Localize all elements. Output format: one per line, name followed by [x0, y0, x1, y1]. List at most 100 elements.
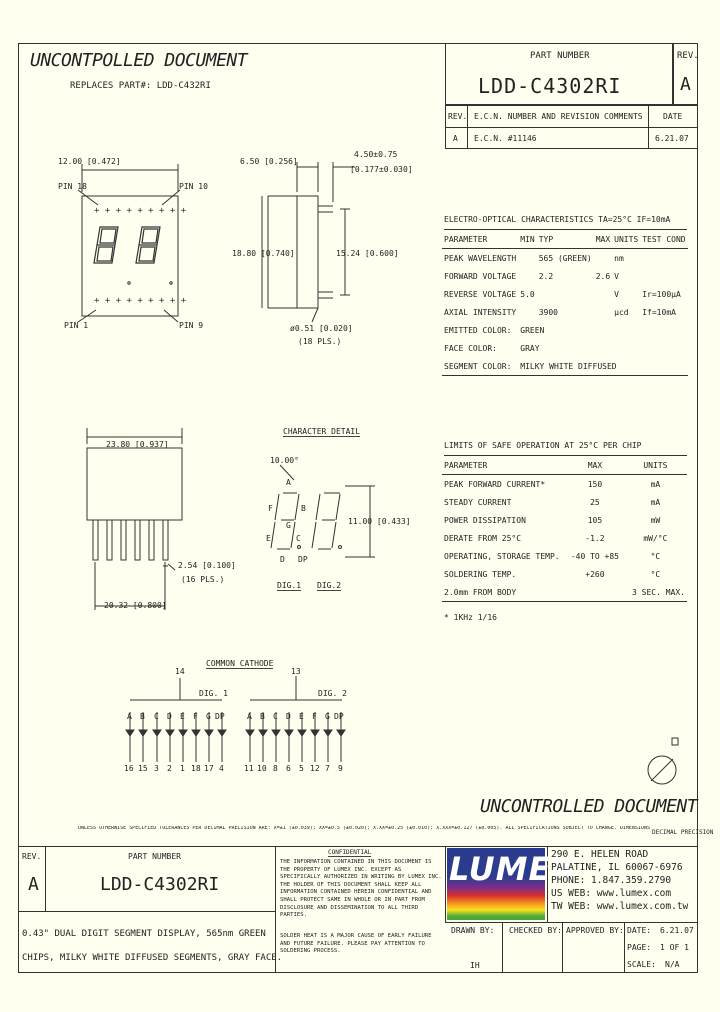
pin-dia-note: (18 PLS.)	[298, 337, 342, 346]
table-cell: 5.0	[520, 289, 535, 299]
table-cell: mW	[650, 515, 661, 525]
table-cell: 3 SEC. MAX.	[632, 587, 685, 597]
circuit-title: COMMON CATHODE	[206, 659, 274, 669]
eo-header: TEST COND	[642, 234, 686, 244]
limits-table-title: LIMITS OF SAFE OPERATION AT 25°C PER CHI…	[444, 441, 642, 450]
eo-table-title: ELECTRO-OPTICAL CHARACTERISTICS TA=25°C …	[444, 215, 671, 224]
table-cell: mW/°C	[643, 533, 668, 543]
table-cell: -1.2	[585, 533, 605, 543]
pin-9-label: PIN 9	[179, 321, 204, 330]
side-height-dim: 18.80 [0.740]	[232, 249, 295, 258]
seg-label-f: F	[268, 504, 273, 513]
limits-header: UNITS	[643, 460, 668, 470]
rev-box	[673, 43, 698, 105]
lead-dim-b: [0.177±0.030]	[350, 165, 413, 174]
drawn-by-label: DRAWN BY:	[451, 926, 495, 935]
circuit-dig1-label: DIG. 1	[199, 689, 228, 698]
phone-line: PHONE: 1.847.359.2790	[551, 875, 672, 886]
dig2-pin-b: 10	[257, 764, 267, 773]
dig2-seg-a: A	[247, 712, 252, 721]
eo-header: MAX	[595, 234, 611, 244]
table-cell: 3900	[538, 307, 558, 317]
eo-table-top-rule	[444, 229, 687, 230]
date-col-header: DATE	[663, 112, 683, 121]
lead-dim-a: 4.50±0.75	[354, 150, 398, 159]
limits-table-top-rule	[444, 455, 687, 456]
table-cell: mA	[650, 479, 661, 489]
approved-by-label: APPROVED BY:	[566, 926, 624, 935]
tolerance-note: UNLESS OTHERWISE SPECIFIED TOLERANCES PE…	[78, 826, 653, 831]
bottom-length-dim: 23.80 [0.937]	[106, 440, 169, 449]
table-row: EMITTED COLOR:GREEN	[442, 321, 688, 339]
address-block: 290 E. HELEN ROAD PALATINE, IL 60067-697…	[551, 848, 688, 913]
pin-dia-dim: ø0.51 [0.020]	[290, 324, 353, 333]
decimal-precision-note: DECIMAL PRECISION	[652, 829, 714, 836]
dig2-pin-c: 8	[273, 764, 278, 773]
table-cell: EMITTED COLOR:	[444, 325, 512, 335]
table-cell	[518, 267, 536, 285]
product-description: 0.43" DUAL DIGIT SEGMENT DISPLAY, 565nm …	[22, 922, 282, 970]
date-label: DATE:	[627, 926, 652, 935]
title-block-address-line	[547, 846, 548, 922]
dig1-seg-e: E	[180, 712, 185, 721]
front-pin-marks-top: + + + + + + + + + + + + + + + + + +	[94, 206, 187, 306]
us-web-link[interactable]: US WEB: www.lumex.com	[551, 888, 672, 899]
circuit-dig2-label: DIG. 2	[318, 689, 347, 698]
table-cell	[537, 285, 594, 303]
dig1-pin-b: 15	[138, 764, 148, 773]
seg-label-b: B	[301, 504, 306, 513]
part-number-label: PART NUMBER	[530, 51, 590, 61]
ecn-col-header: E.C.N. NUMBER AND REVISION COMMENTS	[474, 112, 643, 121]
table-cell	[640, 249, 687, 268]
revision-table-divider	[445, 127, 698, 128]
drawn-by-value: IH	[470, 961, 480, 970]
dig2-label: DIG.2	[317, 581, 342, 591]
table-cell: AXIAL INTENSITY	[444, 307, 517, 317]
title-block-conf-line	[275, 846, 276, 973]
dig1-seg-f: F	[193, 712, 198, 721]
scale-label: SCALE:	[627, 960, 656, 969]
dig2-seg-dp: DP	[334, 712, 344, 721]
table-cell: mA	[650, 497, 661, 507]
dig1-pin-a: 16	[124, 764, 134, 773]
eo-header-row: PARAMETER MIN TYP MAX UNITS TEST COND	[442, 230, 688, 249]
pin-1-label: PIN 1	[64, 321, 89, 330]
char-height-dim: 11.00 [0.433]	[348, 517, 411, 526]
limits-header: MAX	[587, 460, 603, 470]
dig1-seg-d: D	[167, 712, 172, 721]
table-cell: FACE COLOR:	[444, 343, 497, 353]
solder-note: SOLDER HEAT IS A MAJOR CAUSE OF EARLY FA…	[280, 933, 432, 955]
address-line: 290 E. HELEN ROAD	[551, 849, 649, 860]
dig2-pin-e: 5	[299, 764, 304, 773]
table-cell: STEADY CURRENT	[444, 497, 512, 507]
dig1-pin-g: 17	[204, 764, 214, 773]
rev-row-ecn: E.C.N. #11146	[474, 134, 537, 143]
svg-text:+ + + + + + + + +: + + + + + + + + +	[94, 206, 187, 216]
limits-table: PARAMETER MAX UNITS PEAK FORWARD CURRENT…	[442, 456, 687, 602]
rev-value: A	[680, 74, 691, 95]
tw-web-link[interactable]: TW WEB: www.lumex.com.tw	[551, 901, 689, 912]
limits-header: PARAMETER	[444, 460, 488, 470]
seg-label-g: G	[286, 521, 291, 530]
eo-header: UNITS	[614, 234, 639, 244]
table-cell: nm	[614, 253, 624, 263]
table-cell: V	[614, 289, 619, 299]
table-cell	[518, 303, 536, 321]
rev-row-date: 6.21.07	[655, 134, 689, 143]
confidential-text: THE INFORMATION CONTAINED IN THIS DOCUME…	[280, 859, 442, 919]
title-block-sign-rule	[445, 922, 698, 923]
dig1-pin-f: 18	[191, 764, 201, 773]
dig1-common-pin: 14	[175, 667, 185, 676]
front-view-body	[81, 195, 179, 317]
table-cell: MILKY WHITE DIFFUSED	[520, 361, 617, 371]
table-cell: SEGMENT COLOR:	[444, 361, 512, 371]
table-cell: Ir=100μA	[642, 289, 681, 299]
table-cell: 105	[587, 515, 603, 525]
table-cell: OPERATING, STORAGE TEMP.	[444, 551, 560, 561]
